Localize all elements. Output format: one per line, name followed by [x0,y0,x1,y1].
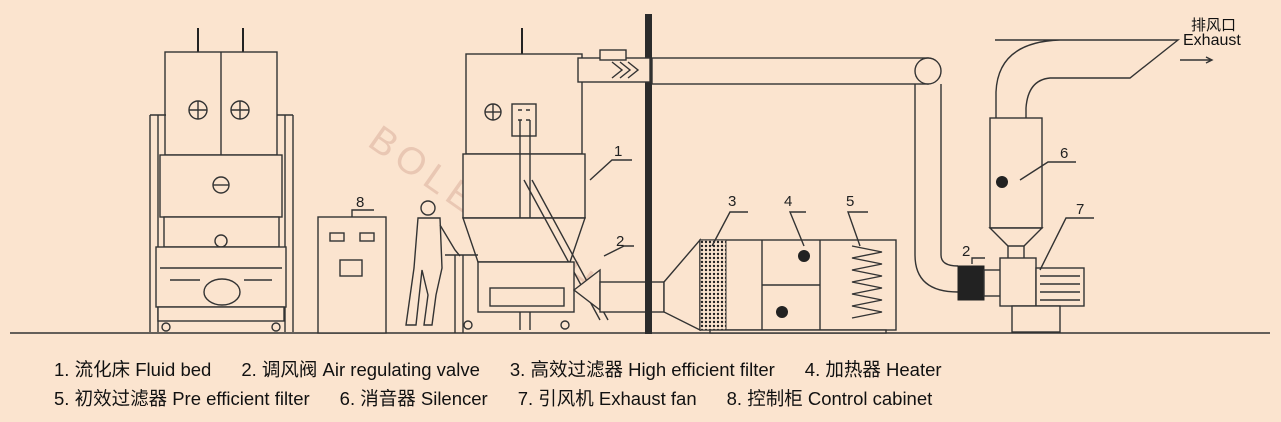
legend-item-1: 1. 流化床 Fluid bed [54,359,212,380]
fluid-bed-front [149,28,294,332]
operator-figure [405,200,461,326]
legend-item-3: 3. 高效过滤器 High efficient filter [509,359,775,380]
silencer-stack [988,39,1214,260]
legend-item-7: 7. 引风机 Exhaust fan [517,388,697,409]
control-cabinet [317,216,387,334]
legend-item-4: 4. 加热器 Heater [804,359,942,380]
legend-row-2: 5. 初效过滤器 Pre efficient filter 6. 消音器 Sile… [54,385,962,411]
equipment-drawing: 1 2 2 3 4 5 6 7 8 [10,14,1270,334]
exhaust-label-en: Exhaust [1183,32,1241,49]
exhaust-fan [999,257,1085,333]
wall-column [645,14,652,334]
legend-item-2: 2. 调风阀 Air regulating valve [241,359,480,380]
callout-8: 8 [356,194,364,211]
legend-item-6: 6. 消音器 Silencer [339,388,488,409]
legend-row-1: 1. 流化床 Fluid bed 2. 调风阀 Air regulating va… [54,356,972,382]
filter-heater-unit [663,238,897,334]
callout-5: 5 [846,193,854,210]
leader-lines [351,159,1094,271]
callout-7: 7 [1076,201,1084,218]
callout-1: 1 [614,143,622,160]
callout-3: 3 [728,193,736,210]
exhaust-duct [577,49,1009,301]
exhaust-label-zh: 排风口 [1191,17,1237,34]
callout-2b: 2 [962,243,970,260]
callout-4: 4 [784,193,792,210]
fluid-bed-side [445,28,665,333]
callout-6: 6 [1060,145,1068,162]
legend-item-8: 8. 控制柜 Control cabinet [726,388,933,409]
callout-2a: 2 [616,233,624,250]
legend-item-5: 5. 初效过滤器 Pre efficient filter [54,388,310,409]
